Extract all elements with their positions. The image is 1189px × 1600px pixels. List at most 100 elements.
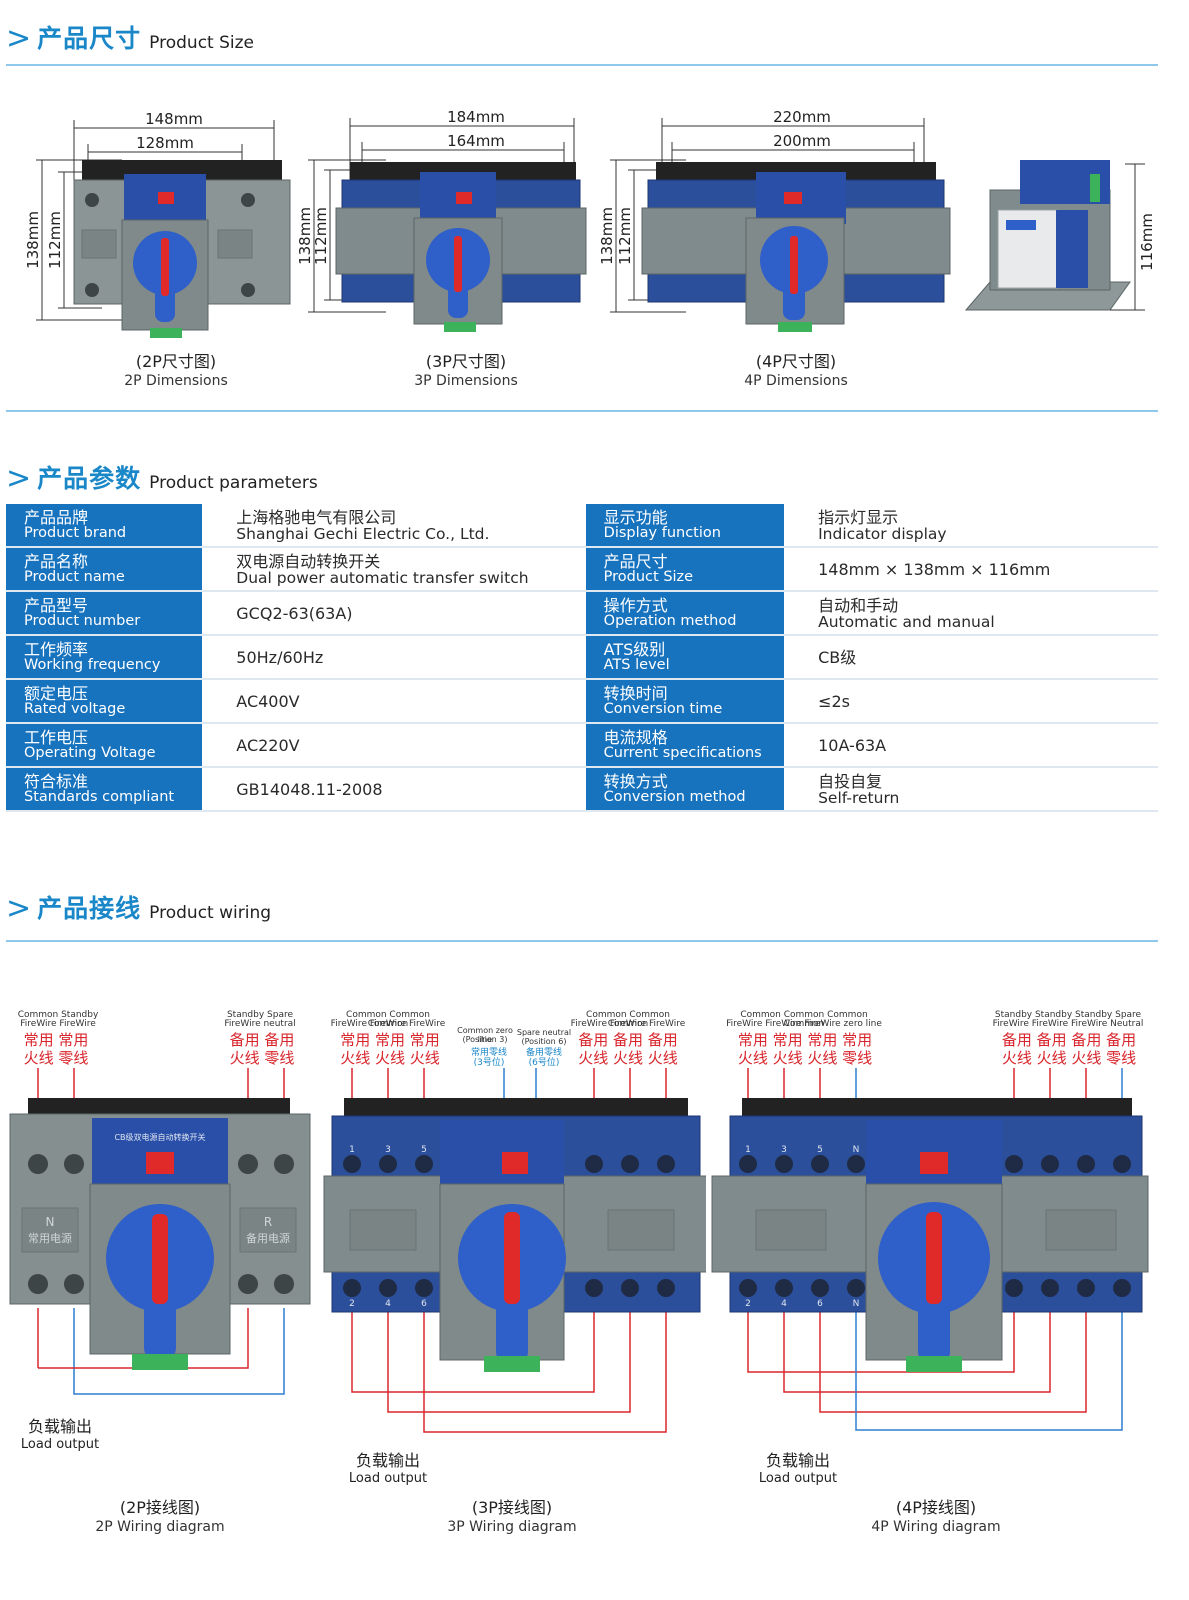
terminal-label: 1 [745, 1145, 751, 1155]
wire-label-cn: 常用零线 [470, 1048, 507, 1058]
param-value-text: ≤2s [818, 691, 851, 711]
wire-label-en: FireWire FireWire FireWire zero line [726, 1019, 882, 1029]
device-label-title: CB级双电源自动转换开关 [114, 1132, 205, 1142]
param-value-text: Shanghai Gechi Electric Co., Ltd. [236, 524, 490, 543]
column-gap [578, 635, 586, 680]
caption-cn: (4P接线图) [895, 1498, 977, 1517]
wire-label-en: (Position 6) [521, 1037, 567, 1046]
dimension-figure-4p: 220mm 200mm 138mm 112mm [598, 108, 951, 332]
dim-4p-top: 220mm [773, 108, 831, 126]
terminal-label: 4 [385, 1299, 391, 1309]
param-value-text: Indicator display [818, 524, 947, 543]
caption-cn: (2P尺寸图) [135, 352, 217, 371]
param-value-text: 自投自复 [818, 771, 883, 791]
param-label-text: Product brand [24, 525, 127, 541]
wire-label-en: Standby Spare [226, 1010, 294, 1020]
param-value-text: 指示灯显示 [818, 507, 899, 527]
wire-label-en: FireWire FireWire FireWire [330, 1019, 446, 1029]
param-label-text: 产品尺寸 [603, 552, 668, 571]
param-label-text: 工作电压 [24, 728, 89, 747]
size-section-title: > 产品尺寸 Product Size [6, 10, 254, 54]
n-text: 常用电源 [28, 1231, 72, 1245]
section-title-cn: 产品接线 [37, 894, 142, 923]
param-value-text: AC400V [236, 691, 300, 711]
load-output-en: Load output [758, 1471, 838, 1486]
section-divider [6, 940, 1158, 942]
dimension-figure-2p: 148mm 128mm 138mm 112mm [24, 110, 291, 338]
dim-4p-height: 138mm [598, 207, 616, 265]
column-gap [578, 504, 586, 548]
terminal-label: N [853, 1299, 860, 1309]
caption-wiring-4p: (4P接线图) 4P Wiring diagram [826, 1498, 1046, 1536]
param-value-text: 50Hz/60Hz [236, 647, 324, 667]
param-value-text: CB级 [818, 647, 857, 667]
dim-2p-inner-height: 112mm [46, 211, 64, 269]
load-output-cn: 负载输出 [355, 1451, 420, 1470]
n-label: N [46, 1215, 55, 1229]
param-value: GB14048.11-2008 [202, 767, 579, 812]
caption-en: 3P Dimensions [414, 373, 518, 389]
param-value-text: 上海格驰电气有限公司 [236, 507, 397, 527]
param-label-text: Current specifications [603, 745, 762, 761]
wire-label-cn: 常用 常用 [23, 1031, 89, 1049]
column-gap [578, 591, 586, 636]
terminal-label: 2 [349, 1299, 355, 1309]
wiring-section-title: > 产品接线 Product wiring [6, 880, 271, 924]
chevron-right-icon: > [6, 21, 32, 56]
dim-side-height: 116mm [1138, 213, 1156, 271]
param-label-text: 电流规格 [603, 728, 668, 747]
section-title-en: Product wiring [149, 903, 272, 923]
dimension-figure-3p: 184mm 164mm 138mm 112mm [296, 108, 587, 332]
param-label-text: 产品名称 [24, 552, 89, 571]
param-label-text: Standards compliant [24, 789, 175, 805]
param-label-text: Display function [603, 525, 721, 541]
caption-en: 2P Wiring diagram [95, 1519, 225, 1535]
wire-label-en: FireWire neutral [224, 1019, 296, 1029]
param-value: ≤2s [784, 679, 1158, 724]
terminal-label: 6 [817, 1299, 823, 1309]
device-illustration-4p: 1 3 5 N 2 4 6 N [711, 1068, 1149, 1431]
param-label-text: 工作频率 [24, 640, 89, 659]
param-label-text: 转换时间 [603, 684, 668, 703]
param-value-text: Automatic and manual [818, 612, 995, 631]
wire-label-cn: (3号位) [473, 1058, 505, 1068]
load-output-en: Load output [348, 1471, 428, 1486]
chevron-right-icon: > [6, 891, 32, 926]
param-value: GCQ2-63(63A) [202, 591, 579, 636]
param-label-text: Product number [24, 613, 141, 629]
r-label: R [264, 1215, 272, 1229]
dim-3p-inner: 164mm [447, 132, 505, 150]
wire-label-en: (Position 3) [462, 1035, 508, 1044]
terminal-label: 2 [745, 1299, 751, 1309]
caption-3p: (3P尺寸图) 3P Dimensions [356, 352, 576, 390]
caption-4p: (4P尺寸图) 4P Dimensions [686, 352, 906, 390]
section-divider [6, 64, 1158, 66]
param-label-text: Working frequency [24, 657, 161, 673]
wire-label-en: Common zero line [457, 1026, 513, 1044]
param-value-text: AC220V [236, 735, 300, 755]
param-value-text: 双电源自动转换开关 [236, 551, 381, 571]
caption-en: 4P Dimensions [744, 373, 848, 389]
wire-label-cn: 常用 常用 常用 [340, 1031, 440, 1049]
param-value-text: 自动和手动 [818, 595, 899, 615]
caption-cn: (3P接线图) [471, 1498, 553, 1517]
caption-en: 3P Wiring diagram [447, 1519, 577, 1535]
param-label-text: 额定电压 [24, 684, 89, 703]
dim-4p-inner: 200mm [773, 132, 831, 150]
dim-4p-inner-height: 112mm [616, 207, 634, 265]
dim-3p-inner-height: 112mm [312, 207, 330, 265]
wire-label-en: Common Common Common [586, 1010, 670, 1029]
dim-3p-height: 138mm [296, 207, 314, 265]
dim-3p-top: 184mm [447, 108, 505, 126]
wire-label-cn: 备用 备用 [229, 1031, 295, 1049]
terminal-label: 4 [781, 1299, 787, 1309]
wire-label-cn: 备用 备用 备用 [578, 1031, 678, 1049]
section-divider [6, 410, 1158, 412]
